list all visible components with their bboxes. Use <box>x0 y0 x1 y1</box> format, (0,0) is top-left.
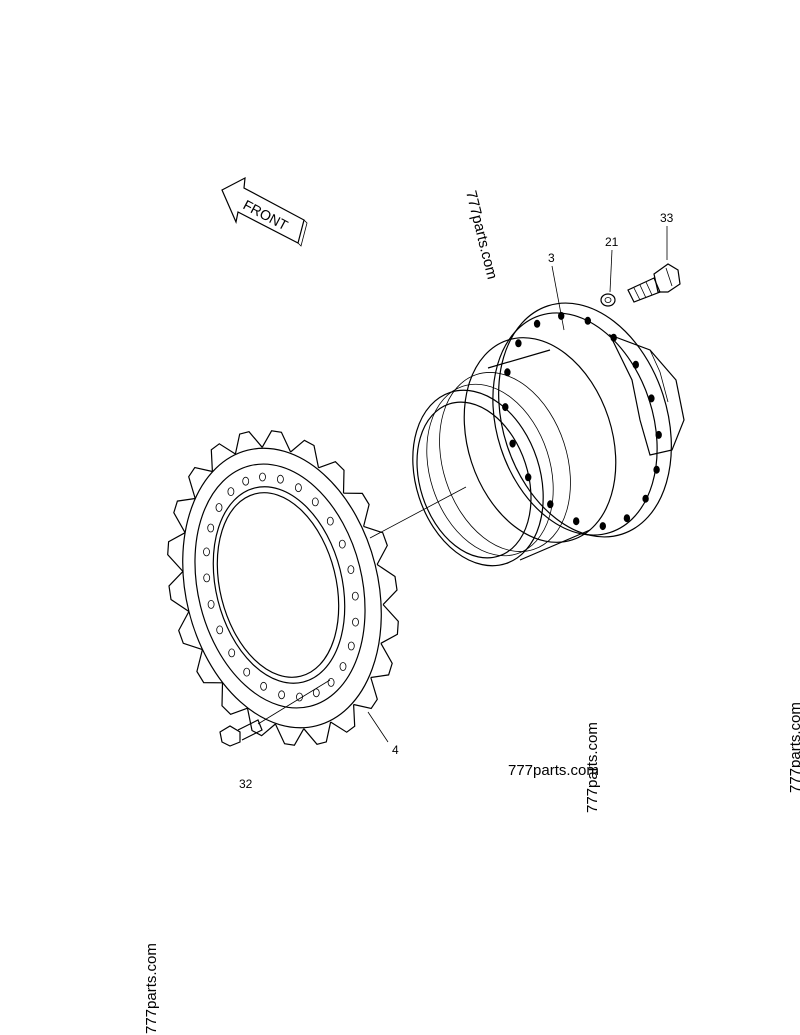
final-drive-hub <box>412 302 685 567</box>
sprocket <box>167 430 399 746</box>
flange-bolt-hole <box>599 522 606 531</box>
sprocket-tooth <box>168 570 190 612</box>
sprocket-tooth <box>261 430 292 453</box>
flange-bolt-hole <box>610 333 617 342</box>
flange-bolt-hole <box>515 339 522 348</box>
sprocket-bolt-hole <box>352 617 359 627</box>
sprocket-bolt-hole <box>215 503 223 512</box>
sprocket-tooth <box>318 461 345 494</box>
callout-3: 3 <box>548 251 555 265</box>
sprocket-bolt-hole <box>243 667 251 677</box>
flange-bolt-hole <box>504 368 511 377</box>
sprocket-bolt-hole <box>294 483 302 493</box>
sprocket-bolt-hole <box>259 472 266 482</box>
sprocket-bolt-hole <box>347 565 355 574</box>
sprocket-tooth <box>303 721 332 745</box>
sprocket-bolt-hole <box>207 600 215 609</box>
callout-4: 4 <box>392 743 399 757</box>
sprocket-tooth <box>234 431 263 455</box>
flange-bolt-hole <box>648 394 655 403</box>
flange-bolt-hole <box>533 319 541 328</box>
sprocket-tooth <box>167 532 186 572</box>
sprocket-bolt-hole <box>327 678 335 687</box>
sprocket-bolt-hole <box>260 681 268 691</box>
sprocket-tooth <box>363 525 388 565</box>
sprocket-tooth <box>173 497 196 533</box>
flange-bolt-hole <box>509 439 516 448</box>
sprocket-tooth <box>370 643 393 679</box>
sprocket-bolt-hole <box>351 591 359 601</box>
callout-32: 32 <box>239 777 253 791</box>
bolt-large <box>627 263 681 303</box>
sprocket-bolt-hole <box>276 474 284 484</box>
front-arrow-label: FRONT <box>241 197 291 234</box>
sprocket-tooth <box>274 723 305 746</box>
sprocket-bolt-hole <box>339 662 347 671</box>
sprocket-tooth <box>343 492 370 527</box>
front-arrow: FRONT <box>221 176 308 247</box>
sprocket-bolt-hole <box>242 476 250 486</box>
watermark-bottom-left: 777parts.com <box>143 943 160 1034</box>
flange-bolt-hole <box>642 494 649 503</box>
sprocket-bolt-hole <box>338 539 346 549</box>
callout-33: 33 <box>660 211 674 225</box>
watermark-center: 777parts.com <box>508 762 599 779</box>
sprocket-tooth <box>178 611 203 651</box>
watermark-top: 777parts.com <box>462 189 500 281</box>
sprocket-bolt-hole <box>326 516 334 526</box>
sprocket-bolt-hole <box>227 487 235 497</box>
watermark-right-edge: 777parts.com <box>787 702 800 793</box>
flange-bolt-hole <box>632 360 639 369</box>
sprocket-tooth <box>290 439 320 468</box>
flange-bolt-hole <box>573 517 580 526</box>
leader-lines <box>257 226 668 743</box>
sprocket-tooth <box>196 649 223 684</box>
sprocket-tooth <box>210 443 236 472</box>
flange-bolt-hole <box>655 430 662 439</box>
sprocket-tooth <box>330 704 356 733</box>
sprocket-bolt-hole <box>278 690 286 700</box>
washer <box>600 293 616 307</box>
sprocket-tooth <box>380 604 399 644</box>
callout-21: 21 <box>605 235 619 249</box>
sprocket-tooth <box>188 466 213 499</box>
sprocket-tooth <box>353 677 378 710</box>
sprocket-bolt-hole <box>203 573 211 583</box>
flange-bolt-hole <box>584 316 591 325</box>
sprocket-bolt-hole <box>203 547 210 557</box>
flange-bolt-hole <box>653 465 660 474</box>
sprocket-bolt-hole <box>347 641 355 651</box>
bolt-small <box>219 719 263 747</box>
sprocket-bolt-hole <box>207 523 215 533</box>
sprocket-tooth <box>376 564 398 606</box>
sprocket-bolt-hole <box>228 648 236 658</box>
flange-bolt-hole <box>623 514 631 523</box>
sprocket-tooth <box>221 682 248 715</box>
sprocket-bolt-hole <box>216 625 224 635</box>
watermark-vertical: 777parts.com <box>584 722 601 813</box>
sprocket-bolt-hole <box>311 497 319 507</box>
